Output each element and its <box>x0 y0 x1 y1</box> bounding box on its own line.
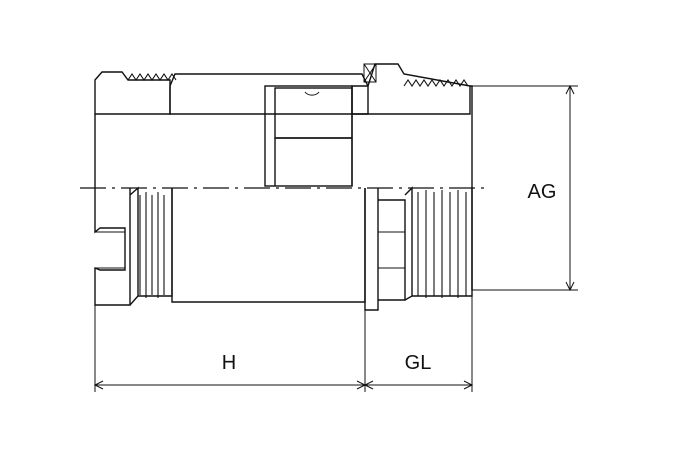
bottom-dimensions <box>93 296 474 392</box>
lower-body-exterior <box>94 186 473 311</box>
locking-pin <box>363 63 377 83</box>
entry-thread-outline <box>470 84 578 292</box>
label-h: H <box>222 352 236 374</box>
label-ag: AG <box>528 181 557 203</box>
upper-body-section <box>94 63 471 188</box>
label-gl: GL <box>405 352 432 374</box>
seal-housing <box>264 85 353 187</box>
